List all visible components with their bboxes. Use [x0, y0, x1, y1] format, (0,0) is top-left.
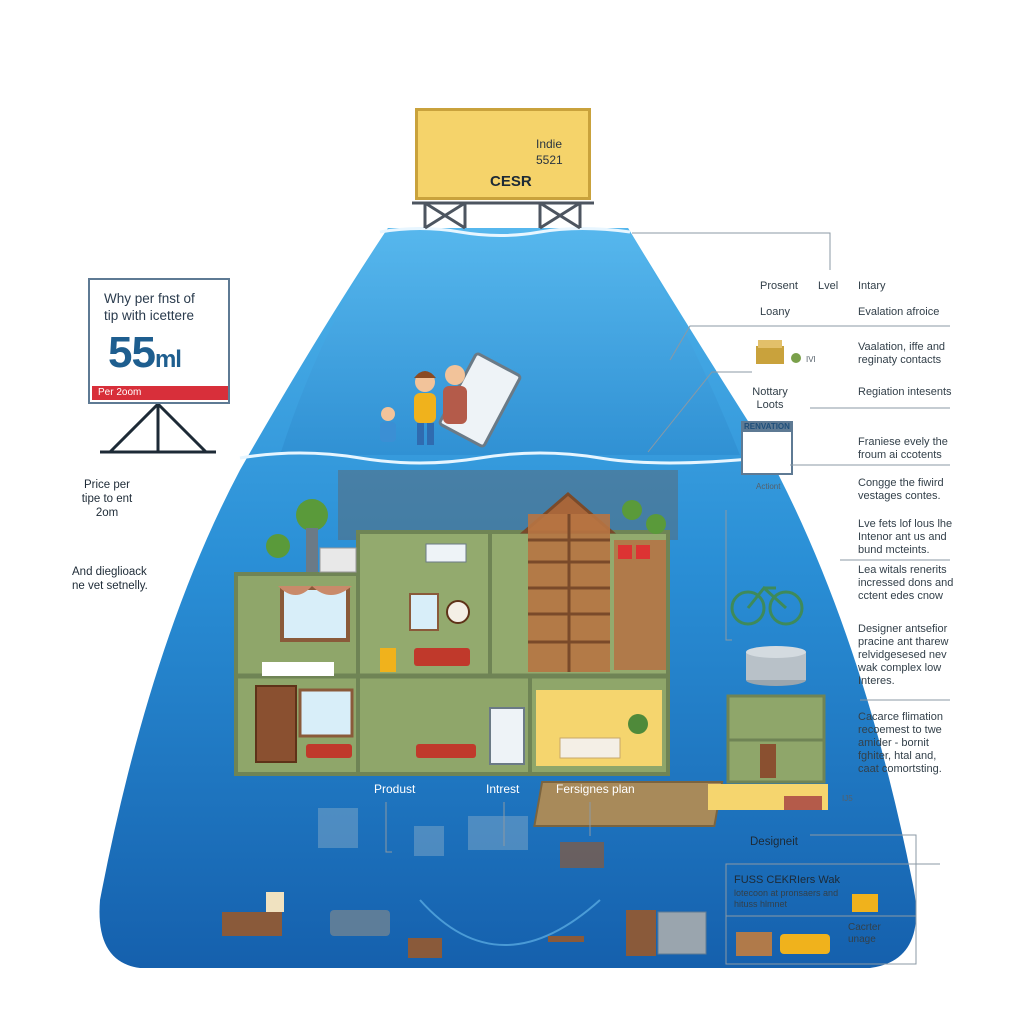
bottom-box-side: Cacrter unage — [848, 922, 881, 945]
house-cutaway — [234, 492, 670, 776]
water-upper — [280, 228, 740, 455]
waterline — [239, 451, 761, 465]
tiny-tag: IJ5 — [842, 794, 853, 803]
left-note-2: And dieglioack ne vet setnelly. — [72, 566, 148, 592]
right-note-loany: Loany — [760, 306, 790, 318]
coin-stack-icon — [746, 646, 806, 686]
house-shell — [338, 470, 678, 540]
billboard-brand: CESR — [490, 173, 532, 190]
right-note-designer: Designer antsefior pracine ant tharew re… — [858, 623, 949, 687]
billboard-stand — [412, 201, 594, 230]
money-tag: IVI — [806, 355, 816, 364]
billboard-line1: Indie — [536, 137, 563, 151]
sign-unit: ml — [154, 346, 182, 373]
billboard: Indie 5521 CESR — [415, 108, 591, 200]
sign-stand — [100, 402, 216, 454]
bottom-glow — [419, 899, 601, 946]
right-note-valuation: Vaalation, iffe and reginaty contacts — [858, 341, 946, 366]
sign-value: 55ml — [108, 328, 182, 378]
label-product: Produst — [374, 782, 416, 796]
right-note-congge: Congge the fiwird vestages contes. — [858, 477, 944, 502]
right-note-cacarce: Cacarce flimation recoemest to twe amide… — [858, 711, 943, 775]
right-header-col1: Prosent — [760, 280, 798, 292]
sign-banner: Per 2oom — [92, 386, 228, 400]
money-stack-icon — [756, 340, 801, 364]
right-header-col3: Intary — [858, 280, 886, 292]
calendar-label: RENVATION — [744, 422, 790, 431]
calendar-icon — [741, 421, 793, 475]
water-surface-wave — [379, 227, 631, 237]
label-designer: Designeit — [750, 836, 798, 848]
bicycle-icon — [730, 585, 804, 626]
right-note-evaluation: Evalation afroice — [858, 306, 940, 318]
right-note-lve: Lve fets lof lous lhe Intenor ant us and… — [858, 518, 953, 556]
label-plan: Fersignes plan — [556, 782, 635, 796]
family-icon — [380, 352, 522, 448]
left-note-1: Price per tipe to ent 2om — [81, 479, 133, 519]
sign-number: 55 — [108, 328, 156, 377]
right-note-nottary: Nottary Loots — [752, 386, 788, 411]
billboard-line2: 5521 — [536, 153, 563, 167]
bottom-box-title: FUSS CEKRIers Wak — [734, 874, 840, 886]
price-sign: Why per fnst of tip with icettere 55ml P… — [88, 278, 230, 404]
sign-question: Why per fnst of tip with icettere — [104, 291, 195, 323]
right-note-franiese: Franiese evely the froum ai ccotents — [858, 436, 948, 461]
bottom-box-frame — [725, 863, 917, 965]
furniture-icons — [222, 808, 878, 958]
calendar-sublabel: Actiont — [756, 482, 781, 491]
right-note-lea: Lea witals renerits incressed dons and c… — [858, 564, 954, 602]
label-interest: Intrest — [486, 782, 520, 796]
bottom-box-sub: lotecoon at pronsaers and hituss hlmnet — [734, 888, 839, 909]
small-house-icon — [533, 694, 828, 827]
right-note-regiation: Regiation intesents — [858, 386, 952, 398]
connector-lines — [385, 232, 950, 960]
right-header-col2: Lvel — [818, 280, 839, 292]
